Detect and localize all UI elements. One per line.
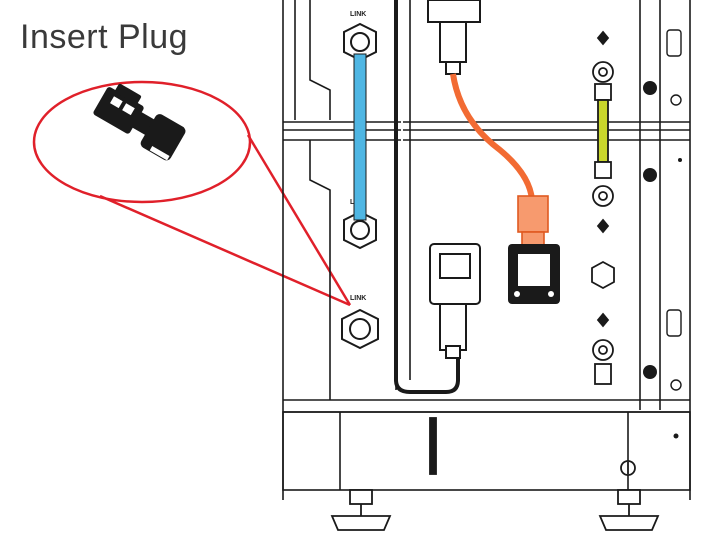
link-port-top-label: LINK [350, 11, 366, 18]
link-port-bottom: LINK [341, 295, 379, 350]
ground-strap [597, 99, 609, 163]
leveling-foot-left [330, 489, 392, 531]
positive-socket [508, 244, 560, 304]
positive-power-cable [450, 73, 535, 201]
link-port-top: LINK [343, 11, 377, 62]
callout-line-upper [246, 134, 352, 306]
plug-icon [93, 83, 186, 161]
diagram-title: Insert Plug [20, 18, 189, 56]
link-cable [353, 53, 367, 221]
callout-magnifier [32, 80, 352, 307]
negative-socket [429, 243, 481, 359]
negative-power-cable [394, 0, 460, 394]
callout-line-lower [99, 194, 351, 307]
battery-cabinet [282, 0, 691, 500]
link-port-mid: LINK [343, 199, 377, 250]
right-rail-fittings [643, 29, 682, 439]
ground-strap-assembly [591, 30, 615, 385]
link-port-bottom-label: LINK [350, 295, 366, 302]
leveling-foot-right [598, 489, 660, 531]
top-power-connector [427, 0, 481, 75]
callout-ellipse [32, 80, 252, 204]
base-details [429, 417, 636, 476]
